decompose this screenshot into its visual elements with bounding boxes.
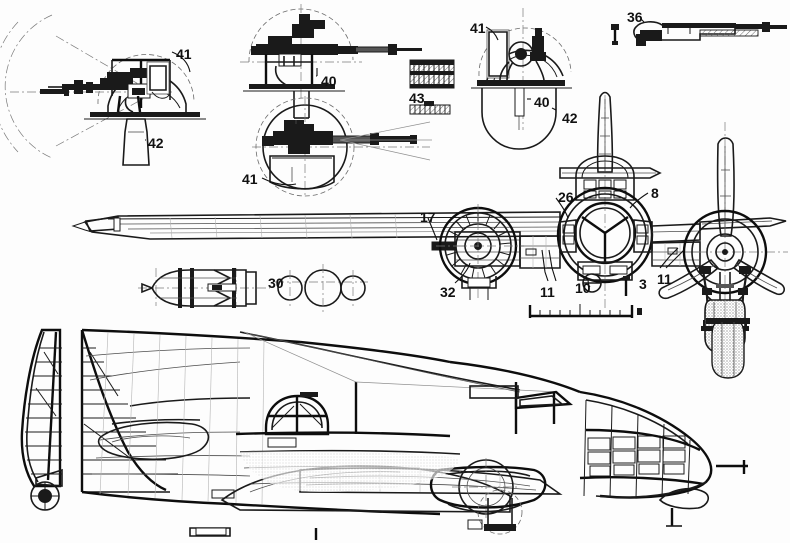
- horizontal-tail: [35, 468, 63, 487]
- callout-8-cockpit-glazing: 8: [651, 185, 659, 201]
- callout-11-wing-panel-starboard: 11: [657, 271, 672, 287]
- callout-40-tail-cannon: 40: [534, 94, 550, 110]
- view-turret-side-section: [0, 14, 206, 166]
- callout-41-tail-turret: 41: [470, 20, 486, 36]
- port-engine-nacelle: [436, 204, 524, 300]
- callout-43-magazine: 43: [409, 90, 425, 106]
- cockpit-and-nose: [449, 360, 748, 527]
- view-flexible-machine-gun: [611, 18, 787, 46]
- side-engine-nacelle: [429, 458, 547, 520]
- callout-41-turret-canopy: 41: [176, 46, 192, 62]
- callout-30-aerial-torpedo: 30: [268, 275, 284, 291]
- callout-40-cannon-pedestal: 40: [321, 73, 337, 89]
- view-tail-turret-front: [471, 8, 572, 150]
- vertical-tail: [20, 328, 62, 511]
- callout-36-machine-gun: 36: [627, 9, 643, 25]
- callout-41-turret-ring: 41: [242, 171, 258, 187]
- view-aircraft-front-elevation: [71, 91, 788, 360]
- view-ammunition-magazine: [409, 59, 455, 115]
- underwing-store-detail: [706, 318, 750, 379]
- callout-42-tail-cone: 42: [562, 110, 578, 126]
- callout-10-nose-blister: 10: [575, 280, 591, 296]
- fuselage-front-elevation: [556, 91, 662, 310]
- view-aircraft-side-profile: [20, 328, 748, 540]
- view-aerial-torpedo: [138, 264, 368, 312]
- callout-3-antenna-mast: 3: [639, 276, 647, 292]
- view-cannon-side-elevation: [240, 4, 422, 119]
- callout-26-dorsal-turret: 26: [558, 189, 574, 205]
- view-cannon-turret-plan: [252, 96, 432, 198]
- scale-bar: [528, 304, 642, 318]
- dorsal-turret-blister: [264, 392, 330, 436]
- callout-42-ventral-gondola: 42: [148, 135, 164, 151]
- callout-32-engine-cowling: 32: [440, 284, 456, 300]
- callout-11-wing-panel-port: 11: [540, 284, 555, 300]
- callout-17-wing-fairing: 17: [420, 209, 436, 225]
